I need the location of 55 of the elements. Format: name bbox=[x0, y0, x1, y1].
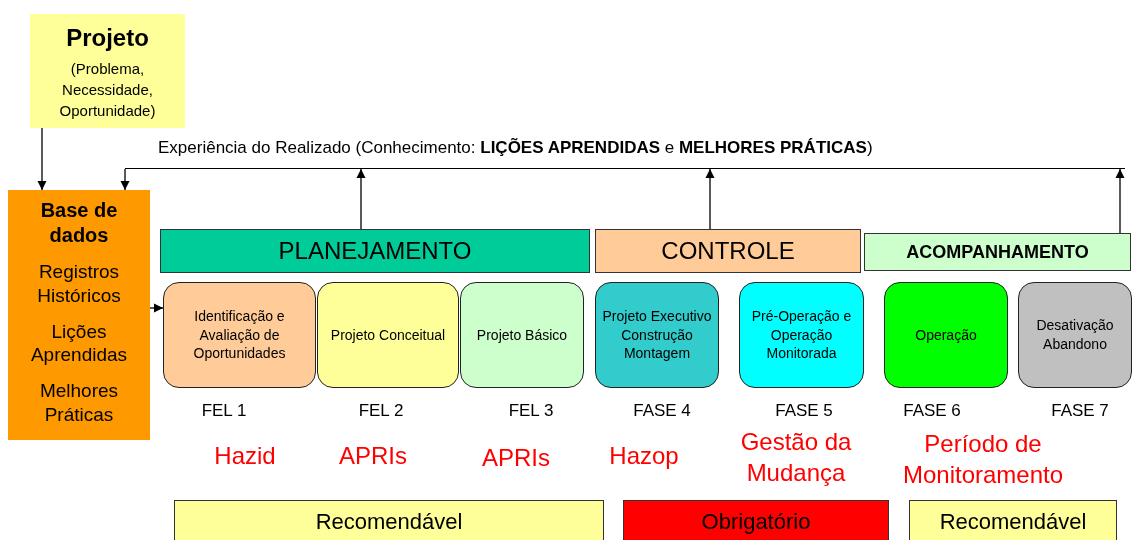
risk-method: Período de Monitoramento bbox=[901, 429, 1065, 491]
phase-name: Projeto Executivo Construção Montagem bbox=[602, 306, 712, 364]
stage-band bbox=[595, 229, 861, 273]
heading: Base de dados bbox=[39, 198, 119, 248]
phase-code: FEL 2 bbox=[358, 401, 404, 421]
requirement-bar bbox=[623, 500, 889, 540]
phase-box bbox=[163, 282, 316, 388]
requirement-label: Recomendável bbox=[315, 509, 463, 535]
phase-box bbox=[884, 282, 1008, 388]
phase-name: Identificação e Avaliação de Oportunidades bbox=[192, 306, 287, 364]
phase-box bbox=[1018, 282, 1132, 388]
stage-name: PLANEJAMENTO bbox=[278, 237, 472, 265]
stage-name: CONTROLE bbox=[661, 237, 795, 265]
phase-code: FASE 5 bbox=[775, 401, 833, 421]
risk-method: APRIs bbox=[482, 443, 550, 473]
phase-name: Desativação Abandono bbox=[1035, 316, 1115, 354]
requirement-label: Obrigatório bbox=[701, 509, 811, 535]
phase-name: Operação bbox=[915, 325, 977, 345]
subtitle: (Problema, Necessidade, Oportunidade) bbox=[58, 59, 157, 122]
phase-name: Projeto Básico bbox=[476, 325, 568, 345]
phase-code: FASE 6 bbox=[903, 401, 961, 421]
arrow bbox=[120, 168, 130, 191]
requirement-bar bbox=[174, 500, 604, 540]
phase-box bbox=[739, 282, 864, 388]
risk-method: Hazop bbox=[609, 441, 679, 471]
feedback-line bbox=[125, 138, 1125, 169]
phase-box bbox=[317, 282, 459, 388]
risk-method: Gestão da Mudança bbox=[739, 427, 853, 489]
requirement-label: Recomendável bbox=[939, 509, 1087, 535]
phase-box bbox=[595, 282, 719, 388]
risk-method: APRIs bbox=[339, 441, 407, 471]
phase-box bbox=[460, 282, 584, 388]
arrow bbox=[356, 168, 366, 230]
arrow bbox=[37, 127, 47, 191]
phase-code: FEL 3 bbox=[508, 401, 554, 421]
stage-band bbox=[864, 233, 1131, 271]
phase-code: FEL 1 bbox=[201, 401, 247, 421]
list-item: Lições Aprendidas bbox=[29, 319, 129, 367]
risk-method: Hazid bbox=[214, 441, 276, 471]
stage-band bbox=[160, 229, 590, 273]
list-item: Melhores Práticas bbox=[38, 379, 120, 427]
arrow bbox=[705, 168, 715, 230]
stage-name: ACOMPANHAMENTO bbox=[906, 241, 1089, 263]
requirement-bar bbox=[909, 500, 1117, 540]
arrow bbox=[1115, 168, 1125, 234]
database-box bbox=[8, 190, 150, 440]
title: Projeto bbox=[66, 22, 149, 53]
phase-name: Projeto Conceitual bbox=[330, 325, 446, 345]
phase-code: FASE 4 bbox=[633, 401, 691, 421]
phase-code: FASE 7 bbox=[1051, 401, 1109, 421]
arrow bbox=[149, 303, 164, 313]
feedback-label: Experiência do Realizado (Conhecimento: LIÇÕES APRENDIDAS e MELHORES PRÁTICAS) bbox=[158, 138, 873, 158]
project-box bbox=[30, 14, 185, 128]
list-item: Registros Históricos bbox=[36, 260, 122, 308]
phase-name: Pré-Operação e Operação Monitorada bbox=[750, 306, 853, 364]
